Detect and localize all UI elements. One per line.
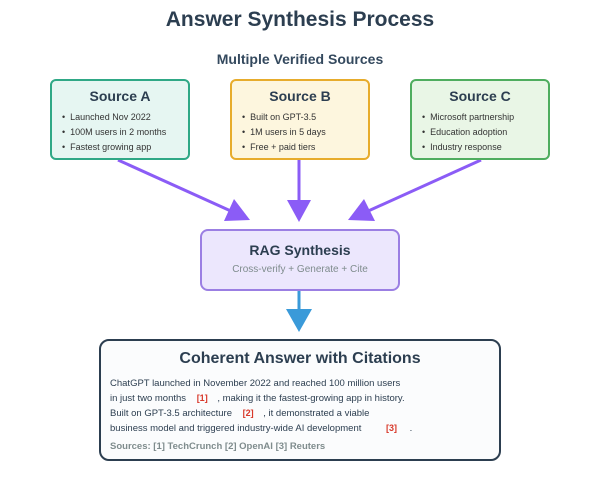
source-b-list: Built on GPT-3.5 1M users in 5 days Free… <box>240 110 360 155</box>
list-item: 100M users in 2 months <box>62 125 180 140</box>
rag-synthesis-box: RAG Synthesis Cross-verify + Generate + … <box>200 229 400 291</box>
citation-1: [1] <box>196 393 208 403</box>
answer-text: Built on GPT-3.5 architecture <box>110 408 232 419</box>
answer-line-4: business model and triggered industry-wi… <box>110 423 412 434</box>
answer-text: ChatGPT launched in November 2022 and re… <box>110 378 401 389</box>
arrow-rag-to-answer <box>286 291 312 332</box>
source-a-list: Launched Nov 2022 100M users in 2 months… <box>60 110 180 155</box>
answer-text: . <box>409 423 413 434</box>
list-item: Microsoft partnership <box>422 110 540 125</box>
answer-line-2: in just two months [1] , making it the f… <box>110 393 405 404</box>
answer-text: , it demonstrated a viable <box>263 408 370 419</box>
answer-line-3: Built on GPT-3.5 architecture [2] , it d… <box>110 408 369 419</box>
answer-line-1: ChatGPT launched in November 2022 and re… <box>110 378 400 389</box>
list-item: Launched Nov 2022 <box>62 110 180 125</box>
answer-box: Coherent Answer with Citations ChatGPT l… <box>99 339 501 461</box>
list-item: Education adoption <box>422 125 540 140</box>
list-item: Free + paid tiers <box>242 140 360 155</box>
citation-2: [2] <box>242 408 254 418</box>
citation-3: [3] <box>386 423 398 433</box>
source-b-title: Source B <box>269 88 331 104</box>
sources-citation-line: Sources: [1] TechCrunch [2] OpenAI [3] R… <box>110 441 326 452</box>
answer-title: Coherent Answer with Citations <box>179 350 421 367</box>
source-b-card: Source B Built on GPT-3.5 1M users in 5 … <box>230 79 370 160</box>
sources-subtitle: Multiple Verified Sources <box>216 51 384 67</box>
source-a-title: Source A <box>89 88 151 104</box>
list-item: 1M users in 5 days <box>242 125 360 140</box>
rag-subtitle: Cross-verify + Generate + Cite <box>232 264 368 275</box>
answer-text: business model and triggered industry-wi… <box>110 423 362 434</box>
arrow-source-c-to-rag <box>348 158 482 221</box>
rag-title: RAG Synthesis <box>249 242 351 258</box>
list-item: Industry response <box>422 140 540 155</box>
source-c-card: Source C Microsoft partnership Education… <box>410 79 550 160</box>
source-a-card: Source A Launched Nov 2022 100M users in… <box>50 79 190 160</box>
list-item: Built on GPT-3.5 <box>242 110 360 125</box>
answer-text: , making it the fastest-growing app in h… <box>217 393 405 404</box>
arrow-source-b-to-rag <box>287 160 311 222</box>
answer-text: in just two months <box>110 393 187 404</box>
source-c-title: Source C <box>449 88 511 104</box>
arrow-source-a-to-rag <box>117 158 250 221</box>
page-title: Answer Synthesis Process <box>165 8 435 31</box>
list-item: Fastest growing app <box>62 140 180 155</box>
source-c-list: Microsoft partnership Education adoption… <box>420 110 540 155</box>
